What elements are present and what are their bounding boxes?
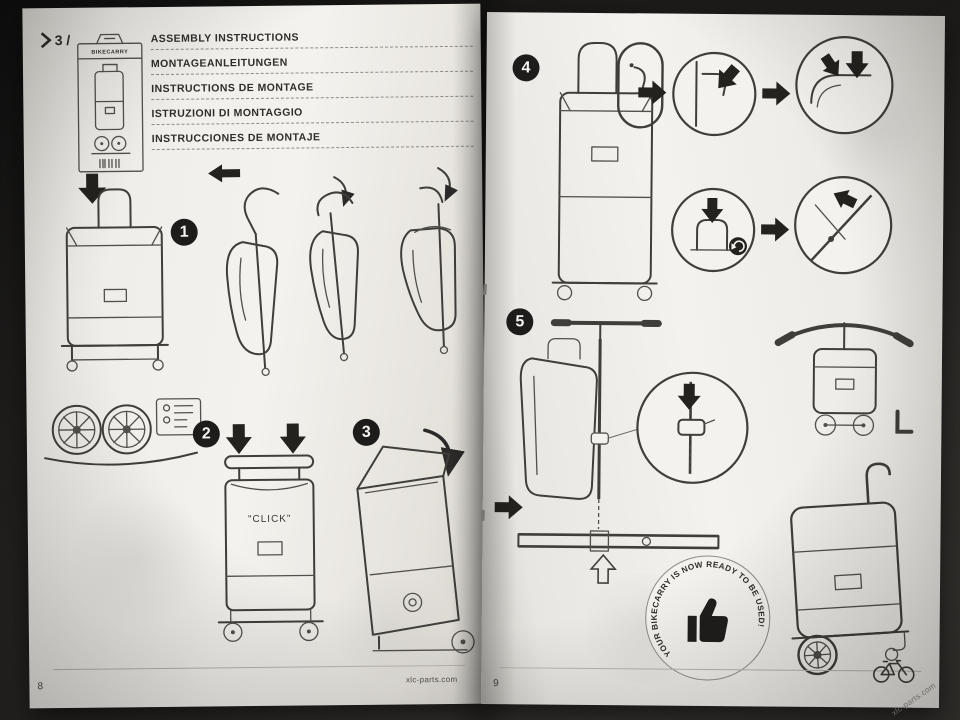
finished-trolley-illustration xyxy=(790,462,910,676)
arrow-down-icon xyxy=(279,423,306,454)
title-es: INSTRUCCIONES DE MONTAJE xyxy=(151,129,474,151)
step-1-illustration xyxy=(208,164,458,377)
title-en: ASSEMBLY INSTRUCTIONS xyxy=(150,29,473,51)
step-3-illustration xyxy=(356,428,475,654)
thumbs-up-icon xyxy=(687,598,728,643)
step-5-number: 5 xyxy=(515,312,525,330)
arrow-down-icon xyxy=(225,424,252,455)
staple xyxy=(483,283,487,296)
ready-badge: YOUR BIKECARRY IS NOW READY TO BE USED! xyxy=(645,555,771,681)
section-marker: 3 / xyxy=(40,31,71,49)
arrow-curved-down-icon xyxy=(423,428,465,477)
step-4-badge: 4 xyxy=(512,54,540,82)
title-it: ISTRUZIONI DI MONTAGGIO xyxy=(151,104,474,126)
detail-circle-hook xyxy=(672,51,757,137)
step-2-badge: 2 xyxy=(192,420,220,448)
arrow-down-icon xyxy=(820,53,840,76)
arrow-right-icon xyxy=(638,80,667,105)
section-marker-label: 3 / xyxy=(54,31,71,49)
footer-url-left: xlc-parts.com xyxy=(405,674,458,685)
step-4-number: 4 xyxy=(521,58,531,76)
step-4-main-illustration xyxy=(551,41,664,302)
arrow-right-icon xyxy=(761,217,790,242)
step-1-badge: 1 xyxy=(170,218,198,246)
click-callout-label: "CLICK" xyxy=(248,514,292,525)
arrow-up-outline-icon xyxy=(589,553,617,584)
packaging-illustration: BIKECARRY xyxy=(77,33,144,173)
trolley-front-illustration xyxy=(60,173,169,372)
arrow-down-icon xyxy=(718,64,740,89)
step-4-detail-illustration xyxy=(638,36,894,275)
chevron-right-icon xyxy=(40,32,52,49)
arrow-down-icon xyxy=(677,383,701,410)
bike-icon xyxy=(872,659,915,683)
staple xyxy=(481,509,485,522)
left-page: 3 / BIKECARRY ASSEMBLY INSTRUCTIONS MONT… xyxy=(22,3,488,709)
page-number-left: 8 xyxy=(37,681,44,693)
step-3-badge: 3 xyxy=(352,418,380,446)
arrow-down-icon xyxy=(833,190,858,209)
step-5-badge: 5 xyxy=(506,308,534,336)
step-3-number: 3 xyxy=(361,423,371,441)
arrow-left-icon xyxy=(208,164,241,183)
page-number-right: 9 xyxy=(493,678,499,690)
wheels-parts-illustration xyxy=(44,397,202,466)
arrow-down-icon xyxy=(845,51,869,79)
step-2-number: 2 xyxy=(201,424,211,443)
handlebar-illustration xyxy=(774,322,914,436)
packaging-brand-label: BIKECARRY xyxy=(91,49,128,55)
arrow-right-icon xyxy=(494,495,523,520)
title-block: ASSEMBLY INSTRUCTIONS MONTAGEANLEITUNGEN… xyxy=(150,29,474,158)
right-page: 4 xyxy=(480,12,946,718)
step-1-number: 1 xyxy=(179,223,189,241)
arrow-down-icon xyxy=(78,173,107,204)
arrow-down-icon xyxy=(701,197,724,223)
footer-url-right: xlc-parts.com xyxy=(889,680,938,718)
step-2-illustration: "CLICK" xyxy=(217,423,324,642)
detail-circle-corner xyxy=(795,36,894,135)
arrow-right-icon xyxy=(762,81,791,106)
allen-key-icon xyxy=(895,409,914,434)
detail-callout-ring xyxy=(617,42,664,129)
step-5-illustration xyxy=(494,319,749,584)
title-fr: INSTRUCTIONS DE MONTAGE xyxy=(151,79,474,101)
title-de: MONTAGEANLEITUNGEN xyxy=(150,54,474,76)
